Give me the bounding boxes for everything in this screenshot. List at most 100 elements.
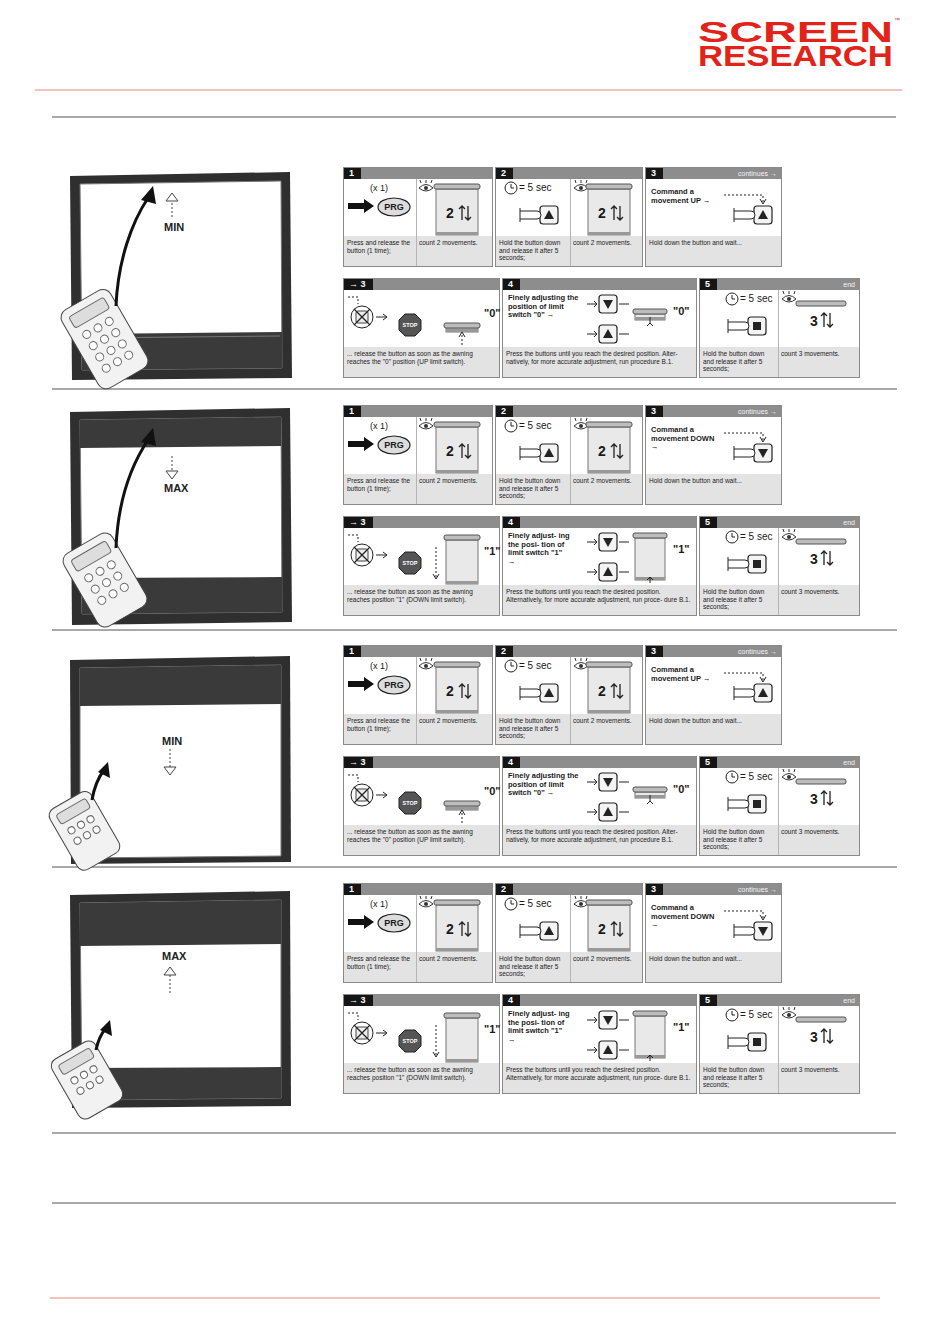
caption-text: ... release the button as soon as the aw… — [347, 350, 497, 365]
press-count: (x 1) — [370, 183, 388, 193]
trademark: ™ — [894, 17, 900, 24]
step-panel: → 3STOP"1"... release the button as soon… — [343, 994, 500, 1094]
graphic-part — [95, 566, 106, 577]
graphic-part — [94, 351, 105, 362]
remote-control — [46, 789, 123, 874]
hold-time: = 5 sec — [740, 293, 773, 305]
caption-text: Hold the button down and release it afte… — [703, 350, 776, 373]
graphic-part — [56, 798, 91, 825]
step-panel: 2= 5 sec2Hold the button down and releas… — [495, 883, 643, 983]
graphic-part — [106, 559, 117, 570]
panel-divider — [778, 290, 779, 377]
travel-arrow — [172, 200, 173, 217]
step-number: → 3 — [344, 995, 373, 1006]
step-panel: 5end= 5 sec3Hold the button down and rel… — [699, 756, 860, 856]
section-rule — [52, 1203, 896, 1204]
button-label: PRG — [379, 440, 409, 450]
step-number: 5 — [700, 995, 717, 1006]
caption-text: count 3 movements. — [781, 828, 858, 836]
travel-arrow — [172, 456, 173, 472]
header-bar — [503, 279, 696, 290]
instruction-text: Command a movement UP → — [651, 188, 717, 205]
movement-count: 2 — [446, 683, 454, 699]
limit-position: "1" — [673, 1021, 690, 1034]
travel-arrow — [170, 749, 171, 768]
graphic-part — [48, 1038, 125, 1122]
graphic-part — [110, 327, 121, 338]
panel-divider — [778, 768, 779, 855]
step-number: 5 — [700, 517, 717, 528]
caption-text: ... release the button as soon as the aw… — [347, 588, 497, 603]
step-panel: 3continues →Command a movement DOWN →Hol… — [645, 405, 782, 505]
step-panel: → 3STOP"0"... release the button as soon… — [343, 278, 500, 378]
brand-logo: SCREEN — [698, 20, 893, 44]
caption-text: count 3 movements. — [781, 588, 858, 596]
step-number: 5 — [700, 279, 717, 290]
graphic-part — [79, 1070, 89, 1080]
caption-text: count 2 movements. — [419, 717, 491, 725]
step-number: 4 — [503, 995, 520, 1006]
step-panel: 4Finely adjust- ing the posi- tion of li… — [502, 994, 697, 1094]
graphic-part — [101, 363, 112, 374]
step-panel: → 3STOP"1"... release the button as soon… — [343, 516, 500, 616]
arrow-head — [164, 767, 176, 775]
panel-divider — [570, 179, 571, 266]
caption-text: Press and release the button (1 time); — [347, 239, 413, 254]
movement-count: 2 — [598, 683, 606, 699]
step-number: 4 — [503, 757, 520, 768]
graphic-part — [83, 572, 94, 583]
caption-text: ... release the button as soon as the aw… — [347, 1066, 497, 1081]
caption-text: Hold down the button and wait... — [649, 239, 779, 247]
caption-text: count 2 movements. — [419, 955, 491, 963]
graphic-part — [58, 1048, 95, 1076]
header-bar — [700, 517, 859, 528]
caption-text: Hold the button down and release it afte… — [703, 588, 776, 611]
graphic-part — [73, 836, 83, 846]
panel-divider — [416, 179, 417, 266]
movement-count: 2 — [598, 443, 606, 459]
hold-time: = 5 sec — [519, 420, 552, 432]
step-number: 1 — [344, 406, 361, 417]
button-label: PRG — [379, 202, 409, 212]
instruction-text: Finely adjusting the position of limit s… — [508, 294, 584, 320]
screen-illustration — [60, 408, 292, 630]
hold-time: = 5 sec — [740, 771, 773, 783]
limit-label: MIN — [162, 735, 182, 747]
limit-position: "1" — [484, 1023, 501, 1036]
step-number: 1 — [344, 646, 361, 657]
screen-surface — [80, 417, 282, 614]
caption-text: Hold down the button and wait... — [649, 477, 779, 485]
graphic-part — [76, 1086, 86, 1096]
graphic-part — [93, 322, 104, 333]
remote-control — [60, 530, 150, 631]
step-number: → 3 — [344, 757, 373, 768]
caption-text: Hold down the button and wait... — [649, 955, 779, 963]
header-bar — [496, 884, 642, 895]
press-count: (x 1) — [370, 661, 388, 671]
step-icons — [646, 646, 783, 746]
graphic-part — [96, 595, 107, 606]
graphic-part — [76, 820, 86, 830]
limit-position: "0" — [673, 783, 690, 796]
caption-text: Hold the button down and release it afte… — [499, 955, 567, 978]
arrow-head — [166, 471, 178, 479]
movement-count: 3 — [810, 551, 818, 567]
graphic-part — [46, 789, 123, 874]
limit-position: "0" — [673, 305, 690, 318]
section-rule — [52, 389, 897, 390]
graphic-part — [123, 350, 134, 361]
header-bar — [344, 406, 492, 417]
movement-count: 2 — [446, 205, 454, 221]
graphic-part — [112, 571, 123, 582]
arrow-head — [166, 193, 178, 201]
step-number: 5 — [700, 757, 717, 768]
instruction-text: Finely adjusting the position of limit s… — [508, 772, 584, 798]
press-count: (x 1) — [370, 421, 388, 431]
arrow-head — [164, 967, 176, 975]
graphic-part — [81, 329, 92, 340]
step-note: end — [843, 279, 855, 290]
step-panel: 5end= 5 sec3Hold the button down and rel… — [699, 278, 860, 378]
caption-text: Press the buttons until you reach the de… — [506, 350, 694, 365]
step-number: 1 — [344, 168, 361, 179]
step-note: end — [843, 517, 855, 528]
